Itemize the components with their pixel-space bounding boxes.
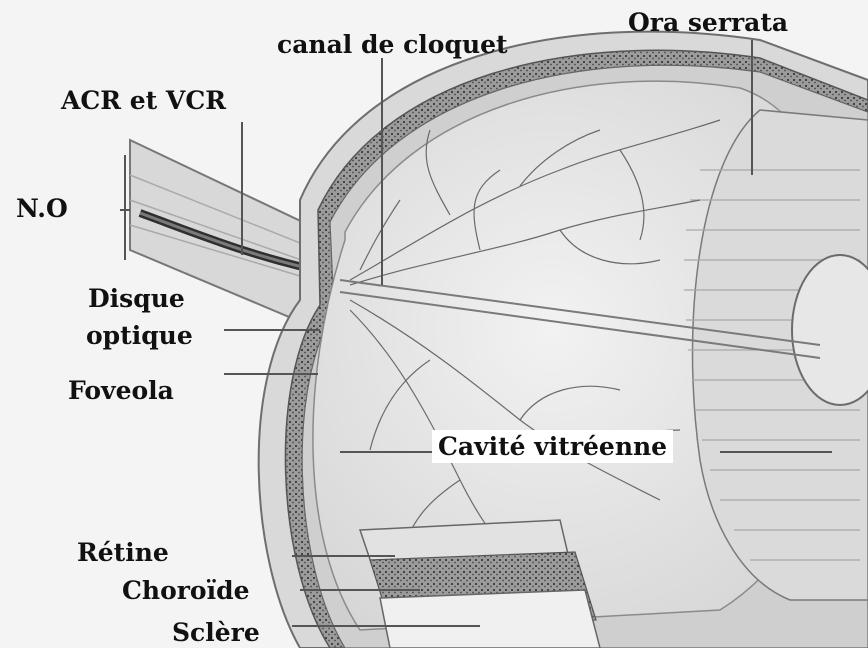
label-ora-serrata: Ora serrata	[628, 10, 788, 35]
label-disque: Disque	[88, 286, 185, 311]
label-foveola: Foveola	[68, 378, 174, 403]
label-cavite-vitreenne: Cavité vitréenne	[432, 430, 673, 463]
label-optic-nerve: N.O	[16, 196, 68, 221]
label-sclere: Sclère	[172, 620, 260, 645]
label-canal-de-cloquet: canal de cloquet	[277, 32, 508, 57]
label-optique: optique	[86, 323, 193, 348]
label-retine: Rétine	[77, 540, 169, 565]
layer-cutaway	[360, 520, 600, 648]
label-choroide: Choroïde	[122, 578, 249, 603]
label-acr-vcr: ACR et VCR	[61, 88, 226, 113]
